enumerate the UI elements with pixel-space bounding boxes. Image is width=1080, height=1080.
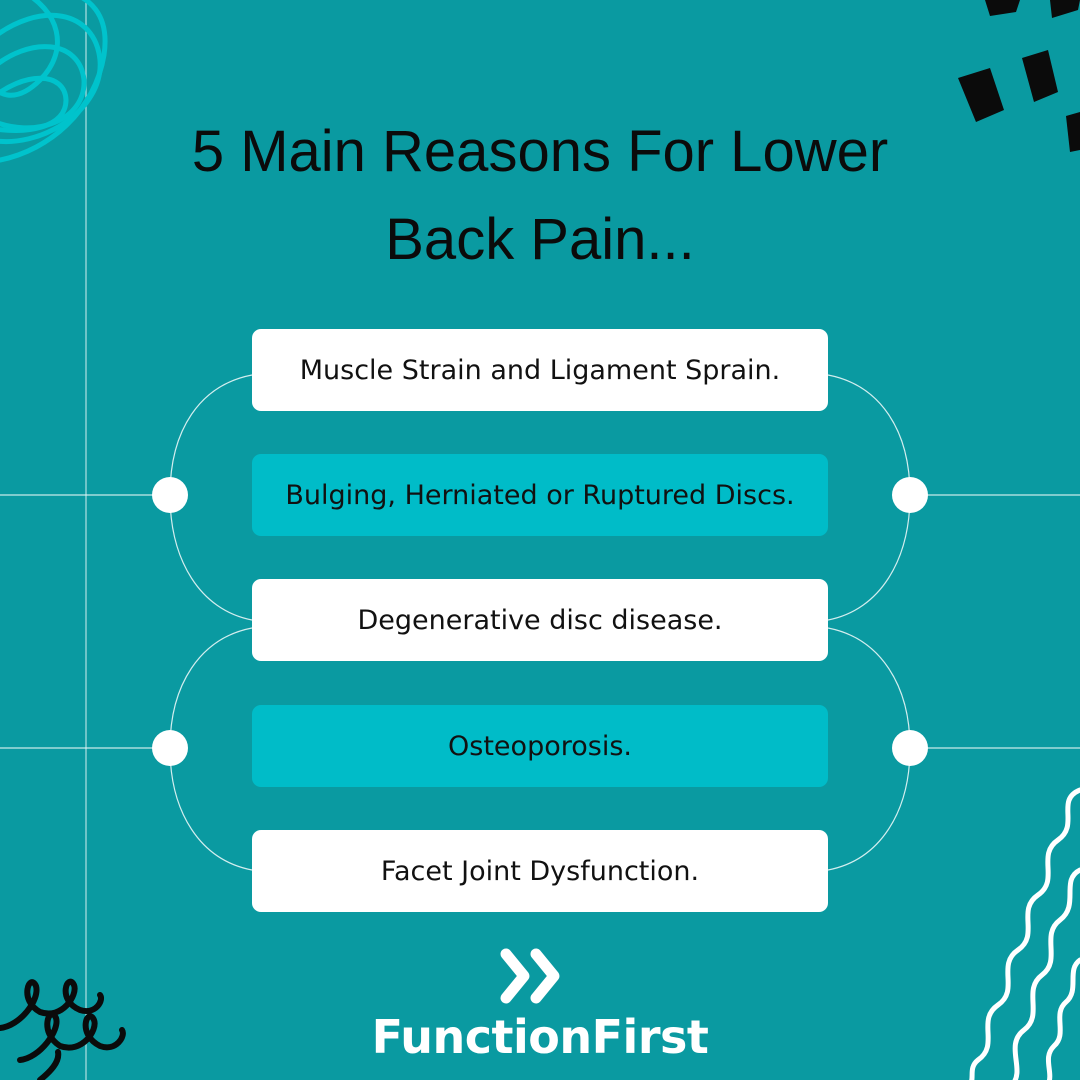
reason-item: Facet Joint Dysfunction.: [252, 830, 828, 912]
reason-item: Osteoporosis.: [252, 705, 828, 787]
squiggle-decoration: [969, 787, 1080, 1080]
page-title: 5 Main Reasons For Lower Back Pain...: [90, 108, 990, 284]
reason-item: Degenerative disc disease.: [252, 579, 828, 661]
scribble-decoration: [0, 0, 108, 163]
reason-item: Muscle Strain and Ligament Sprain.: [252, 329, 828, 411]
brand-name: FunctionFirst: [371, 1010, 709, 1064]
reason-label: Degenerative disc disease.: [357, 604, 723, 636]
connector-dot: [892, 477, 928, 513]
connector-dot: [152, 730, 188, 766]
double-chevron-icon: [500, 948, 560, 1004]
reason-label: Muscle Strain and Ligament Sprain.: [299, 354, 781, 386]
title-line-1: 5 Main Reasons For Lower: [191, 119, 889, 184]
brush-strokes-decoration: [958, 0, 1080, 152]
title-line-2: Back Pain...: [385, 207, 695, 272]
connector-dot: [892, 730, 928, 766]
reason-label: Osteoporosis.: [448, 730, 632, 762]
connector-dots: [152, 477, 928, 766]
reason-label: Facet Joint Dysfunction.: [380, 855, 700, 887]
curl-decoration: [0, 978, 126, 1080]
brand-logo: FunctionFirst: [360, 940, 720, 1070]
reason-label: Bulging, Herniated or Ruptured Discs.: [285, 479, 795, 511]
connector-dot: [152, 477, 188, 513]
reason-item: Bulging, Herniated or Ruptured Discs.: [252, 454, 828, 536]
